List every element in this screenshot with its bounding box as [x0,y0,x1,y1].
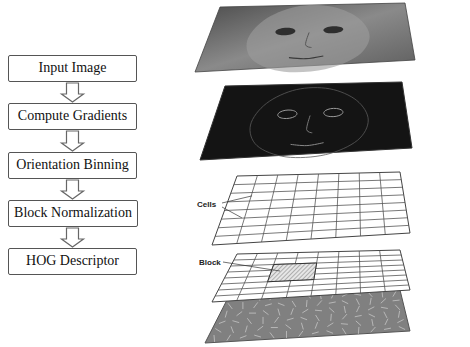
process-box: HOG Descriptor [8,248,137,275]
process-box: Orientation Binning [8,152,137,179]
process-box: Input Image [8,55,137,82]
process-box: Block Normalization [8,200,138,227]
box-label: Compute Gradients [13,108,132,125]
gradient-image [200,82,412,160]
callout-label: Block [198,258,222,267]
box-label: Orientation Binning [13,157,132,174]
callout-label: Cells [196,200,217,209]
input-face-image [195,3,415,72]
cells-grid [212,172,410,245]
block-grid [212,250,410,302]
box-label: Input Image [13,60,132,77]
process-box: Compute Gradients [8,103,137,130]
block-arrow [62,180,84,199]
block-arrow [62,131,84,151]
block-arrow [62,228,84,247]
box-label: Block Normalization [13,205,133,222]
box-label: HOG Descriptor [13,253,132,270]
block-arrow [62,83,84,102]
